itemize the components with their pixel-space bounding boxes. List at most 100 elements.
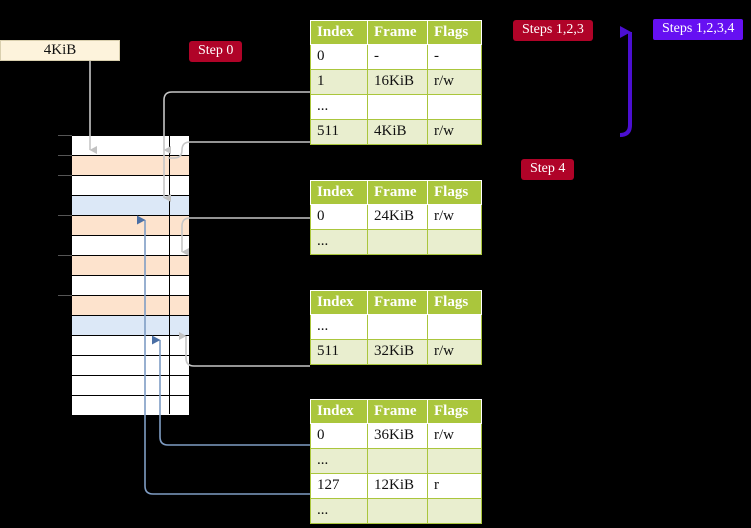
- column-header-index: Index: [310, 290, 368, 315]
- cell-flags: r/w: [427, 339, 482, 365]
- memory-frame-row: [72, 296, 189, 316]
- cell-frame: 12KiB: [367, 473, 428, 499]
- column-header-index: Index: [310, 399, 368, 424]
- cell-index: 0: [310, 423, 368, 449]
- connector-pd-entry: [179, 332, 310, 367]
- step-0-label: Step 0: [198, 43, 234, 58]
- memory-frame-row: [72, 376, 189, 396]
- table-row: ...: [310, 314, 482, 340]
- cell-index: 0: [310, 204, 368, 230]
- memory-frame-row: [72, 396, 189, 416]
- steps-123-label: Steps 1,2,3: [522, 22, 584, 37]
- cell-frame: [367, 229, 428, 255]
- cell-index: 1: [310, 69, 368, 95]
- memory-frame-row: [72, 316, 189, 336]
- memory-tick: [58, 215, 72, 216]
- cell-flags: [427, 229, 482, 255]
- step-0-badge: Step 0: [189, 41, 243, 62]
- memory-tick: [58, 175, 72, 176]
- cell-flags: [427, 448, 482, 474]
- memory-tick: [58, 155, 72, 156]
- memory-frame-row: [72, 256, 189, 276]
- size-label-box: 4KiB: [0, 40, 120, 61]
- memory-frame-row: [72, 276, 189, 296]
- column-header-flags: Flags: [427, 180, 482, 205]
- table-row: ...: [310, 94, 482, 120]
- table-row: ...: [310, 229, 482, 255]
- column-header-index: Index: [310, 180, 368, 205]
- cell-flags: [427, 94, 482, 120]
- column-header-index: Index: [310, 20, 368, 45]
- cell-index: ...: [310, 229, 368, 255]
- cell-flags: [427, 314, 482, 340]
- column-header-frame: Frame: [367, 290, 428, 315]
- memory-grid-divider: [169, 136, 170, 414]
- memory-frame-row: [72, 156, 189, 176]
- column-header-flags: Flags: [427, 20, 482, 45]
- cell-flags: r/w: [427, 119, 482, 145]
- cell-frame: [367, 498, 428, 524]
- cell-frame: 16KiB: [367, 69, 428, 95]
- memory-frame-row: [72, 356, 189, 376]
- cell-index: 0: [310, 44, 368, 70]
- memory-frame-row: [72, 196, 189, 216]
- table-row: ...: [310, 498, 482, 524]
- cell-flags: r/w: [427, 69, 482, 95]
- cell-flags: [427, 498, 482, 524]
- column-header-frame: Frame: [367, 180, 428, 205]
- cell-index: ...: [310, 498, 368, 524]
- column-header-frame: Frame: [367, 20, 428, 45]
- connector-pdpt-entry: [181, 217, 310, 256]
- memory-frame-row: [72, 216, 189, 236]
- cell-frame: 24KiB: [367, 204, 428, 230]
- column-header-flags: Flags: [427, 290, 482, 315]
- steps-123-badge: Steps 1,2,3: [513, 20, 593, 41]
- cell-frame: -: [367, 44, 428, 70]
- cell-flags: r/w: [427, 204, 482, 230]
- cell-index: ...: [310, 448, 368, 474]
- memory-frame-row: [72, 176, 189, 196]
- cell-frame: [367, 94, 428, 120]
- memory-frame-row: [72, 236, 189, 256]
- cell-flags: r/w: [427, 423, 482, 449]
- cell-frame: 36KiB: [367, 423, 428, 449]
- size-label-text: 4KiB: [43, 42, 77, 58]
- memory-frame-row: [72, 136, 189, 156]
- cell-index: ...: [310, 314, 368, 340]
- cell-index: 127: [310, 473, 368, 499]
- cell-index: ...: [310, 94, 368, 120]
- column-header-frame: Frame: [367, 399, 428, 424]
- cell-frame: [367, 314, 428, 340]
- table-row: 0--: [310, 44, 482, 70]
- cell-index: 511: [310, 119, 368, 145]
- cell-flags: r: [427, 473, 482, 499]
- cell-frame: 4KiB: [367, 119, 428, 145]
- steps-1234-badge: Steps 1,2,3,4: [653, 19, 744, 40]
- physical-memory-grid: [71, 135, 190, 416]
- step-4-label: Step 4: [530, 161, 566, 176]
- purple-step-bracket: [619, 26, 632, 137]
- column-header-flags: Flags: [427, 399, 482, 424]
- memory-frame-row: [72, 336, 189, 356]
- cell-frame: 32KiB: [367, 339, 428, 365]
- table-row: ...: [310, 448, 482, 474]
- cell-index: 511: [310, 339, 368, 365]
- step-4-badge: Step 4: [521, 159, 575, 180]
- memory-tick: [58, 295, 72, 296]
- steps-1234-label: Steps 1,2,3,4: [662, 21, 735, 36]
- cell-flags: -: [427, 44, 482, 70]
